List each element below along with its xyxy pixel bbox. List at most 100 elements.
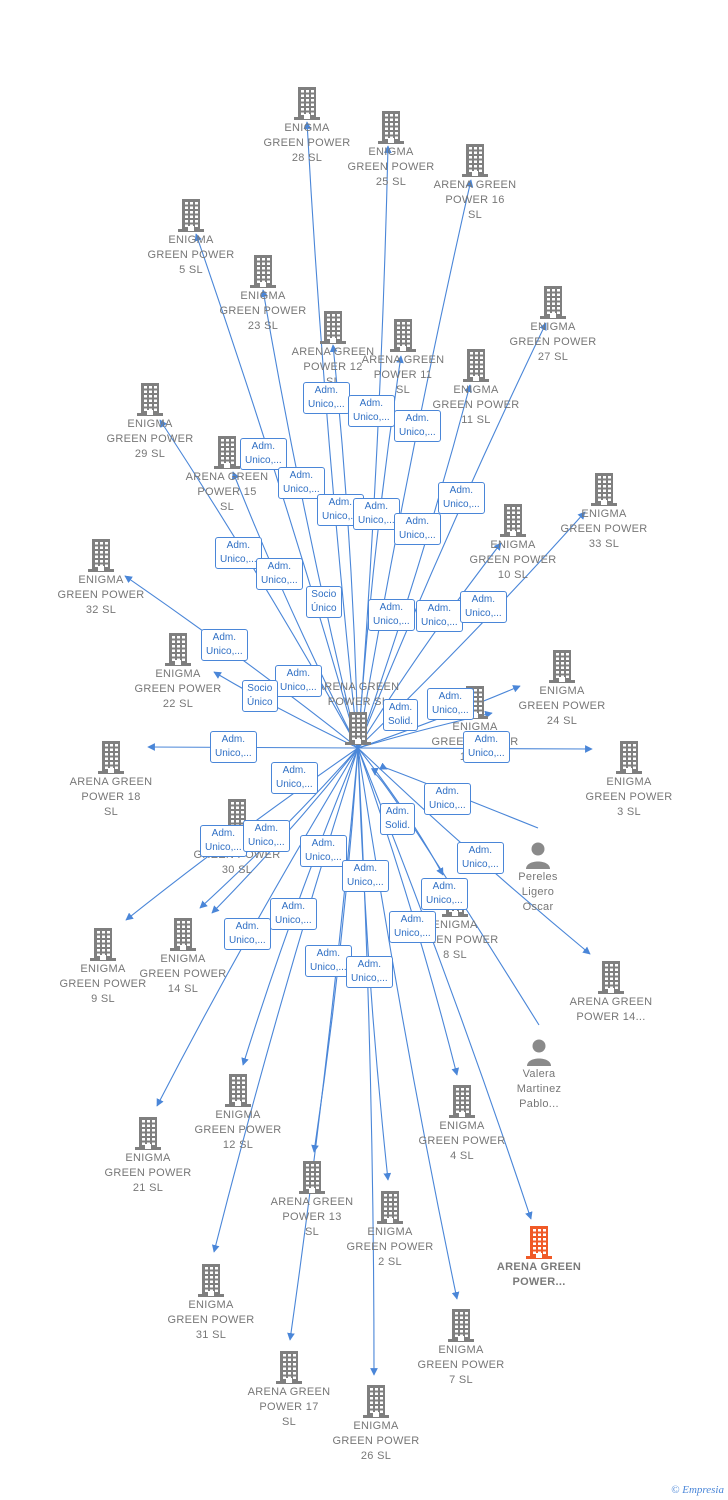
edge-label[interactable]: Adm.Unico,... [389,911,436,943]
edge-label[interactable]: Adm.Unico,... [275,665,322,697]
building-icon [326,1383,426,1419]
person-icon [489,1037,589,1067]
edge-label[interactable]: Adm.Unico,... [460,591,507,623]
building-icon [98,1115,198,1151]
copyright-symbol: © [671,1484,680,1496]
edge-label[interactable]: Adm.Unico,... [348,395,395,427]
edge-label[interactable]: Adm.Unico,... [256,558,303,590]
edge-label[interactable]: Adm.Unico,... [353,498,400,530]
edge-label[interactable]: Adm.Unico,... [210,731,257,763]
edge-n23 [260,289,359,749]
building-icon [239,1349,339,1385]
edge-label[interactable]: Adm.Unico,... [457,842,504,874]
edge-label[interactable]: Adm.Unico,... [215,537,262,569]
edge-label[interactable]: Adm.Solid. [383,699,419,731]
building-icon [426,347,526,383]
edge-label[interactable]: Adm.Unico,... [416,600,463,632]
edge-label[interactable]: Adm.Solid. [380,803,416,835]
edge-n26 [357,747,378,1376]
edge-a18 [147,743,359,751]
edge-label[interactable]: Adm.Unico,... [421,878,468,910]
building-icon [53,926,153,962]
edge-label[interactable]: Adm.Unico,... [394,410,441,442]
edge-label[interactable]: Adm.Unico,... [240,438,287,470]
building-icon [141,197,241,233]
building-icon [561,959,661,995]
edge-label[interactable]: Adm.Unico,... [243,820,290,852]
edge-label[interactable]: Adm.Unico,... [224,918,271,950]
edge-label[interactable]: Adm.Unico,... [303,382,350,414]
edge-label[interactable]: Adm.Unico,... [463,731,510,763]
edge-a15 [231,471,359,749]
edge-label[interactable]: Adm.Unico,... [438,482,485,514]
edge-label[interactable]: Adm.Unico,... [278,467,325,499]
edge-label[interactable]: Adm.Unico,... [346,956,393,988]
edge-n11 [357,384,472,749]
edge-label[interactable]: Adm.Unico,... [270,898,317,930]
edge-label[interactable]: Adm.Unico,... [424,783,471,815]
edge-label[interactable]: Adm.Unico,... [427,688,474,720]
brand-logo[interactable]: Empresia [682,1484,724,1496]
edge-label[interactable]: Adm.Unico,... [394,513,441,545]
edge-label[interactable]: Adm.Unico,... [342,860,389,892]
edge-a16 [357,179,474,749]
edge-label[interactable]: Adm.Unico,... [368,599,415,631]
building-icon [425,142,525,178]
edge-label[interactable]: Adm.Unico,... [201,629,248,661]
building-icon [51,537,151,573]
edge-label[interactable]: Adm.Unico,... [200,825,247,857]
edge-label[interactable]: Adm.Unico,... [300,835,347,867]
building-icon [213,253,313,289]
edge-label[interactable]: Adm.Unico,... [305,945,352,977]
building-icon [188,1072,288,1108]
edge-label[interactable]: Adm.Unico,... [271,762,318,794]
